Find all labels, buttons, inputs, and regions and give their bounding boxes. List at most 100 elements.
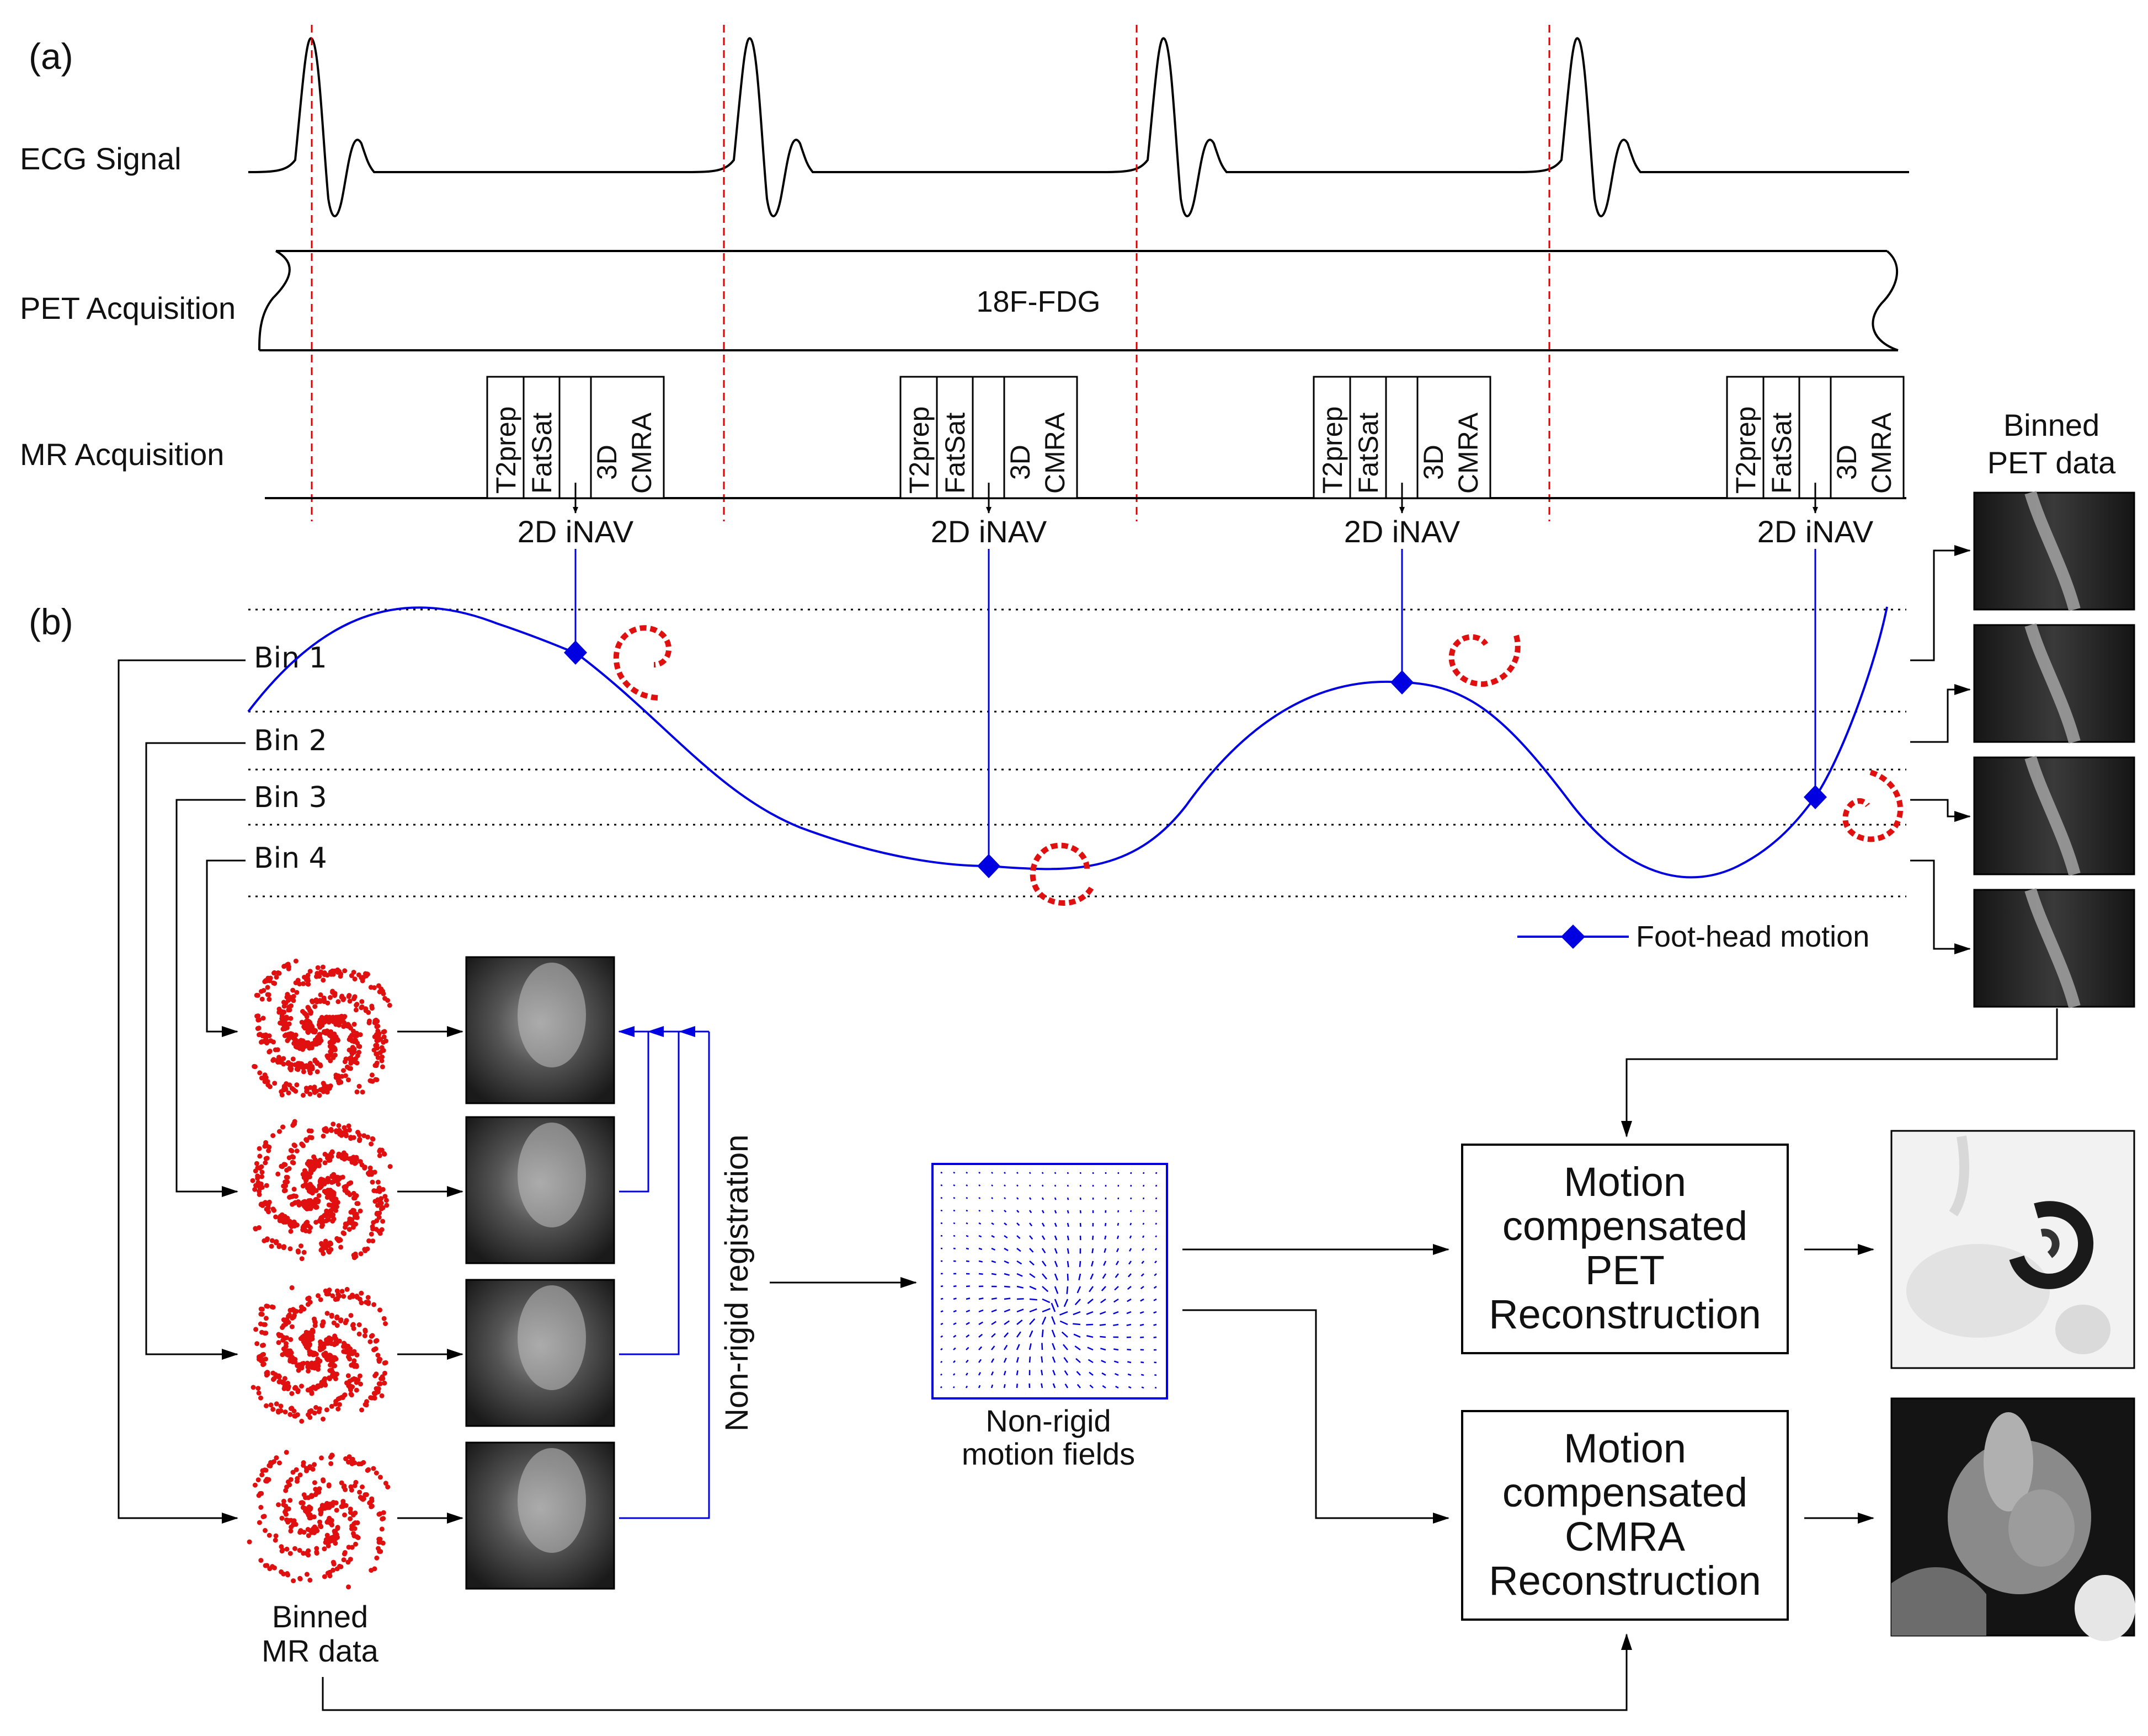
spiral-point — [257, 1189, 262, 1194]
spiral-point — [283, 1344, 289, 1349]
motion-vector — [978, 1321, 983, 1326]
spiral-point — [377, 1189, 382, 1194]
spiral-point — [374, 1371, 379, 1377]
spiral-point — [270, 1305, 276, 1310]
spiral-point — [300, 1172, 306, 1177]
cmra-recon-line4: Reconstruction — [1489, 1558, 1761, 1604]
spiral-point — [371, 1347, 376, 1353]
spiral-point — [259, 1472, 265, 1478]
motion-vector — [1101, 1372, 1106, 1376]
motion-vector — [1130, 1184, 1132, 1187]
spiral-point — [349, 1461, 355, 1466]
spiral-point — [308, 1225, 313, 1230]
spiral-point — [336, 1123, 342, 1128]
spiral-point — [382, 1151, 387, 1157]
spiral-point — [379, 1058, 385, 1064]
spiral-point — [332, 1053, 338, 1058]
motion-vector — [1054, 1286, 1059, 1294]
spiral-point — [295, 1248, 301, 1254]
motion-vector — [1114, 1286, 1119, 1291]
spiral-point — [369, 1141, 374, 1147]
spiral-point — [279, 1021, 285, 1026]
motion-vector — [1126, 1323, 1132, 1326]
spiral-point — [347, 1348, 353, 1353]
motion-vector — [1128, 1386, 1132, 1389]
spiral-point — [376, 1381, 382, 1386]
spiral-point — [259, 1174, 264, 1179]
spiral-point — [357, 1489, 363, 1495]
spiral-point — [281, 1009, 287, 1014]
spiral-point — [326, 1217, 331, 1222]
spiral-point — [266, 1145, 272, 1150]
spiral-point — [322, 972, 327, 977]
spiral-point — [274, 1239, 279, 1244]
spiral-point — [371, 1220, 376, 1225]
spiral-point — [331, 971, 336, 977]
motion-vector — [1052, 1383, 1056, 1388]
spiral-point — [377, 1231, 383, 1236]
spiral-point — [324, 1208, 329, 1214]
motion-vector — [1029, 1308, 1037, 1313]
spiral-point — [356, 1083, 362, 1089]
motion-vector — [1113, 1311, 1119, 1315]
seq-labels-2: T2prep FatSat 3D CMRA — [904, 407, 1070, 494]
motion-vector — [978, 1385, 981, 1388]
motion-vector — [1154, 1386, 1157, 1389]
motion-vector — [1063, 1299, 1069, 1307]
spiral-point — [286, 1385, 291, 1391]
spiral-point — [285, 1479, 291, 1484]
spiral-point — [313, 1220, 319, 1225]
spiral-point — [279, 1013, 285, 1018]
spiral-point — [335, 1037, 340, 1042]
motion-vector — [1103, 1260, 1107, 1266]
spiral-point — [307, 1061, 313, 1066]
spiral-point — [357, 1138, 362, 1144]
spiral-point — [349, 973, 354, 979]
spiral-point — [347, 998, 353, 1004]
spiral-point — [379, 1393, 385, 1398]
spiral-point — [371, 1048, 377, 1053]
motion-vector — [1004, 1235, 1008, 1239]
cmra-recon-line3: CMRA — [1565, 1514, 1686, 1559]
spiral-point — [287, 1312, 292, 1317]
motion-vector — [1016, 1248, 1021, 1252]
output-pet-image — [1890, 1130, 2135, 1369]
motion-vector — [1051, 1302, 1056, 1312]
pet-label: PET Acquisition — [20, 291, 236, 325]
motion-vector — [1079, 1210, 1081, 1214]
spiral-point — [302, 1168, 307, 1173]
spiral-point — [349, 1046, 355, 1052]
spiral-point — [324, 1407, 329, 1413]
spiral-point — [365, 1171, 371, 1176]
spiral-point — [270, 1133, 276, 1139]
spiral-point — [387, 1164, 393, 1169]
spiral-point — [342, 1156, 347, 1162]
motion-vector — [978, 1247, 983, 1251]
spiral-point — [266, 1199, 272, 1205]
spiral-point — [342, 1125, 347, 1130]
spiral-point — [381, 1034, 387, 1040]
panel-a-label: (a) — [29, 36, 73, 77]
spiral-point — [252, 1482, 258, 1488]
spiral-point — [294, 1082, 300, 1088]
spiral-point — [312, 1524, 317, 1530]
spiral-point — [371, 1395, 376, 1401]
spiral-point — [321, 1352, 327, 1357]
spiral-point — [374, 1024, 380, 1029]
inav-label-4: 2D iNAV — [1757, 514, 1874, 549]
spiral-point — [298, 1528, 303, 1534]
motion-vector — [1064, 1370, 1069, 1376]
motion-vector — [1054, 1260, 1058, 1268]
spiral-point — [258, 1558, 264, 1563]
spiral-point — [295, 1388, 301, 1393]
motion-vector — [1061, 1331, 1068, 1338]
spiral-point — [377, 1198, 383, 1204]
spiral-point — [297, 1046, 302, 1051]
motion-vector — [1041, 1235, 1046, 1240]
motion-vector — [1041, 1210, 1044, 1214]
spiral-point — [360, 1484, 365, 1489]
motion-vector — [1116, 1248, 1120, 1253]
spiral-point — [297, 1576, 303, 1582]
spiral-point — [329, 1128, 334, 1133]
motion-vector — [1116, 1235, 1120, 1240]
